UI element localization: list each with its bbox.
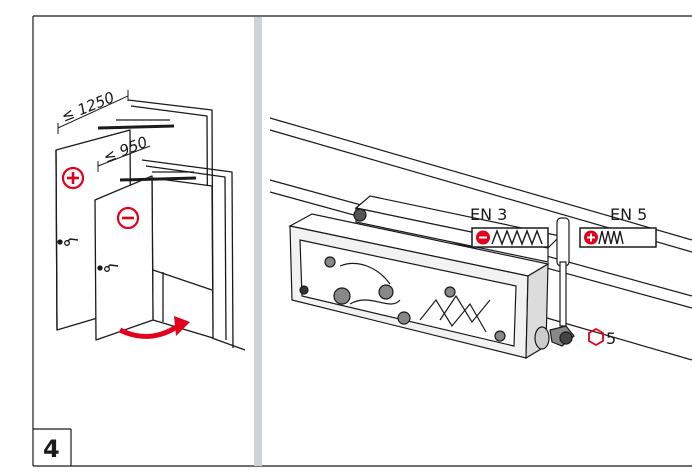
hex-key-size: 5 xyxy=(606,329,616,348)
hex-key-tool xyxy=(549,217,575,347)
dimension-label-large: ≤ 1250 xyxy=(59,88,117,125)
figure-number-box: 4 xyxy=(33,428,72,466)
dimension-lines xyxy=(57,90,151,172)
plus-circle-icon xyxy=(61,166,85,190)
minus-circle-icon xyxy=(116,206,140,230)
spring-indicator-en5 xyxy=(579,227,657,248)
swing-arrow-icon xyxy=(118,316,190,339)
spring-indicator-en3 xyxy=(471,227,549,248)
en-class-low-label: EN 3 xyxy=(470,205,507,224)
en-class-high-label: EN 5 xyxy=(610,205,647,224)
figure-number: 4 xyxy=(43,435,60,463)
panel-frame xyxy=(32,15,692,467)
hexagon-icon xyxy=(588,327,604,347)
panel-divider xyxy=(254,17,262,466)
closer-body xyxy=(288,213,550,360)
